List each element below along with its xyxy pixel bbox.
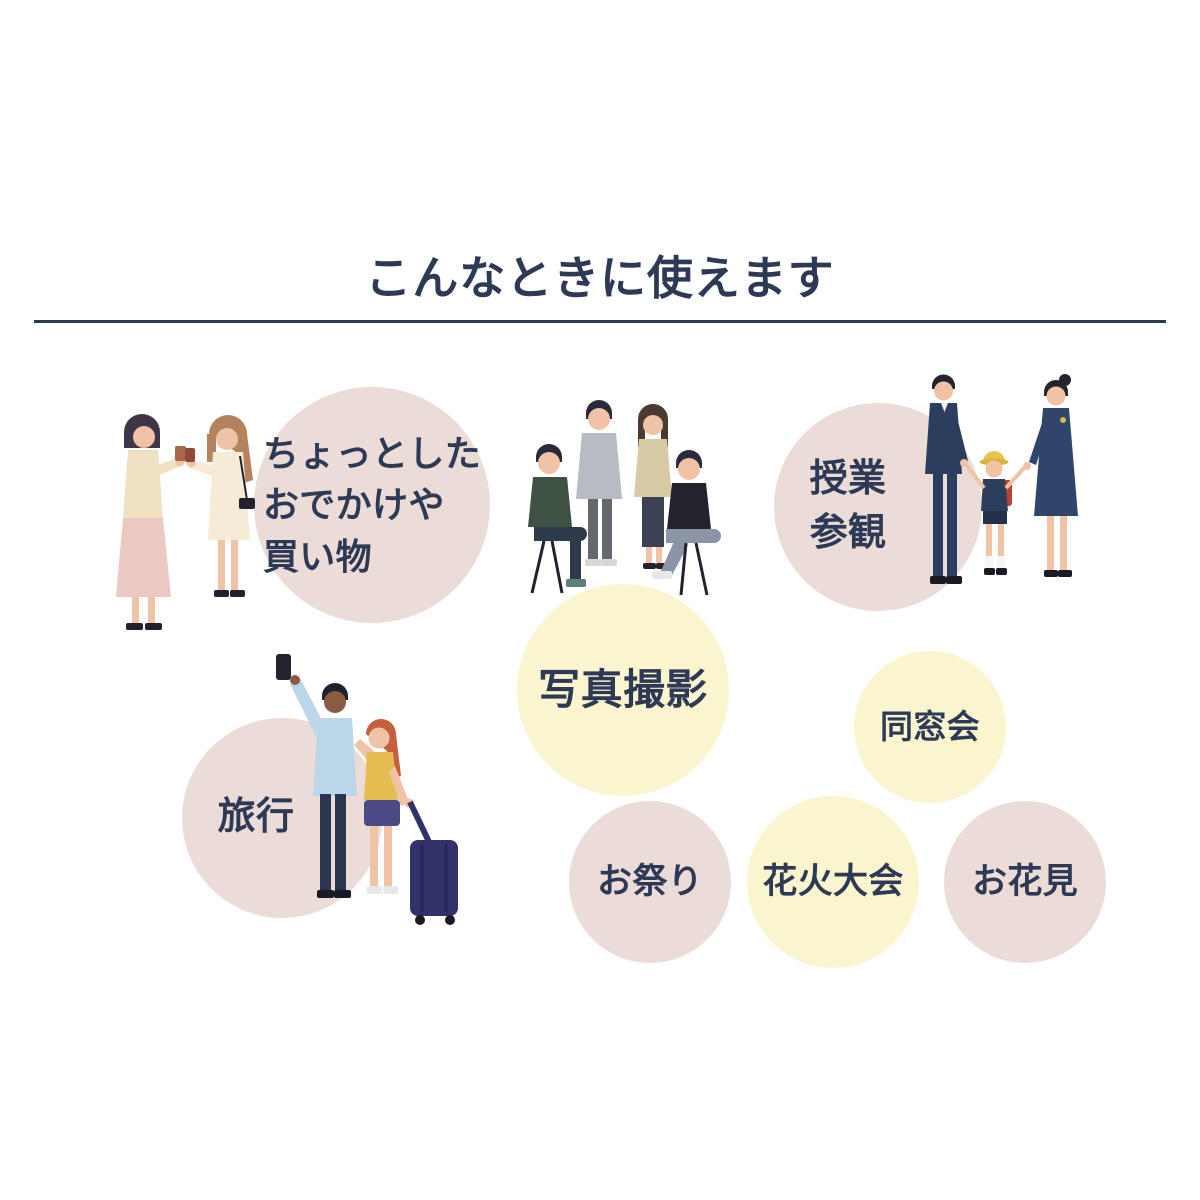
usecase-bubble-travel: 旅行 xyxy=(182,718,382,918)
usecase-bubble-hanami: お花見 xyxy=(944,801,1106,963)
selfie-couple-with-suitcase-illustration xyxy=(276,654,458,925)
usecase-bubble-festival: お祭り xyxy=(569,801,731,963)
bubble-label: ちょっとした おでかけや 買い物 xyxy=(262,433,482,577)
page-title: こんなときに使えます xyxy=(365,252,835,304)
bubble-label: 同窓会 xyxy=(880,707,980,745)
bubble-label: 旅行 xyxy=(217,796,295,839)
bubble-label: 授業 参観 xyxy=(809,458,887,554)
usecase-bubble-fireworks: 花火大会 xyxy=(747,796,919,968)
usecase-bubble-casual-outing: ちょっとした おでかけや 買い物 xyxy=(254,387,490,623)
usecase-bubble-photo-shoot: 写真撮影 xyxy=(517,584,729,796)
usecase-bubble-class-reunion: 同窓会 xyxy=(854,651,1006,803)
bubble-label: 写真撮影 xyxy=(538,666,708,714)
bubble-label: 花火大会 xyxy=(762,862,904,902)
bubble-label: お祭り xyxy=(596,862,704,902)
two-women-chatting-illustration xyxy=(116,414,255,630)
title-divider xyxy=(34,320,1166,323)
bubble-label: お花見 xyxy=(971,862,1079,902)
family-with-schoolchild-illustration xyxy=(925,374,1078,584)
group-photo-illustration xyxy=(528,400,721,596)
